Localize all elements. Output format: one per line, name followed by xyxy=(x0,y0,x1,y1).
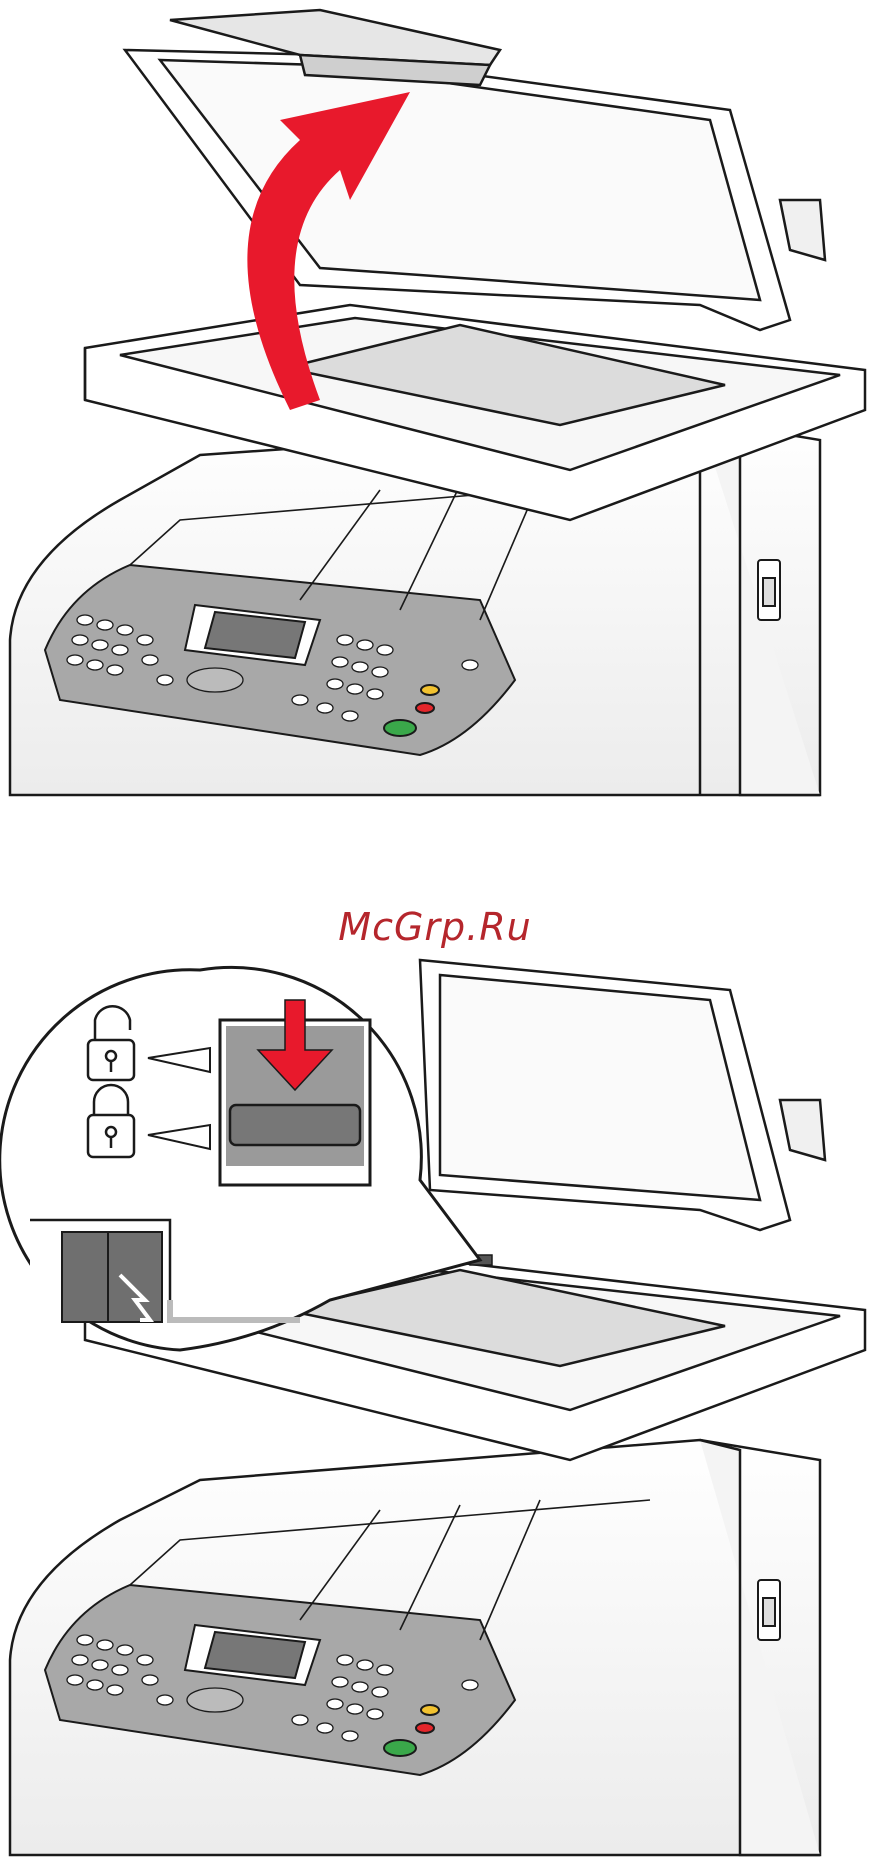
lock-switch-slider xyxy=(230,1105,360,1145)
lock-scanner-illustration xyxy=(0,880,870,1861)
power-switch xyxy=(758,560,780,620)
lift-lid-illustration xyxy=(0,0,870,800)
printer-lock-detail-drawing xyxy=(0,880,870,1861)
scanner-lid-open xyxy=(420,960,825,1230)
power-switch xyxy=(758,1580,780,1640)
printer-lid-open-drawing xyxy=(0,0,870,800)
scanner-lid-open xyxy=(125,10,825,330)
adf-corner-detail xyxy=(62,1232,162,1322)
